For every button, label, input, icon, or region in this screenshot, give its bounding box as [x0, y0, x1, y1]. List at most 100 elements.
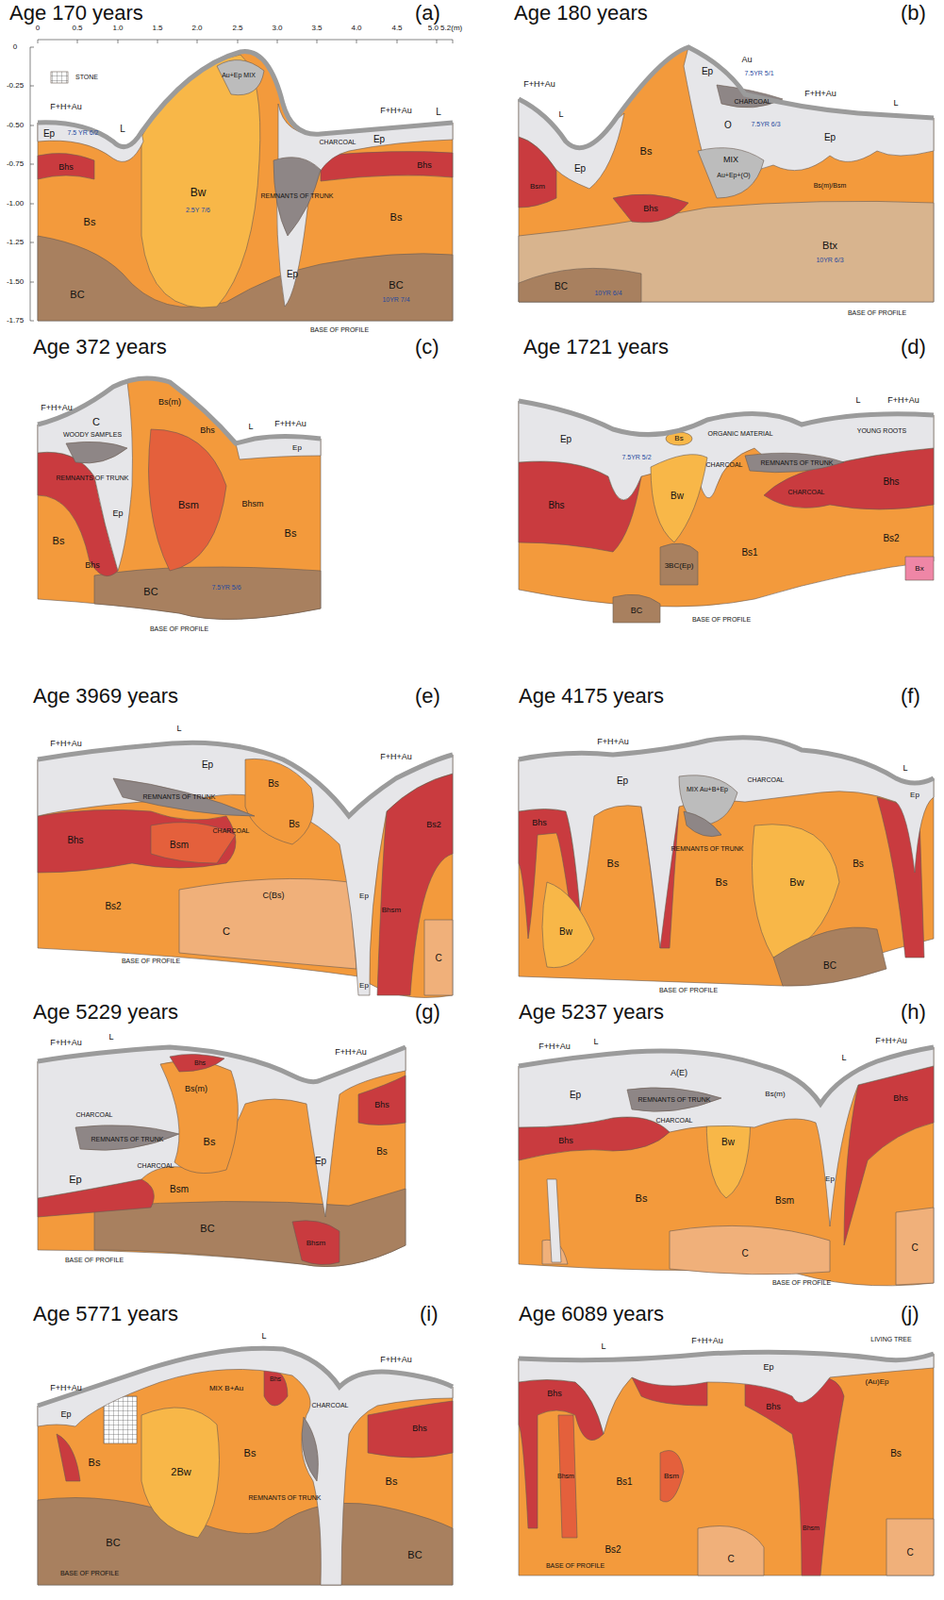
horizon-label: F+H+Au — [49, 1383, 83, 1393]
horizon-label: Bhsm — [306, 1239, 326, 1248]
horizon-label: BASE OF PROFILE — [692, 615, 751, 624]
horizon-label: Bhsm — [381, 906, 401, 915]
horizon-label: L — [176, 724, 182, 734]
profile-d — [518, 400, 934, 623]
horizon-label: -0.50 — [6, 121, 24, 131]
horizon-label: F+H+Au — [49, 1038, 83, 1048]
horizon-label: Bhs — [269, 1374, 282, 1383]
horizon-label: L — [893, 99, 898, 109]
horizon-label: BASE OF PROFILE — [847, 309, 907, 317]
panel-title: (c) — [414, 335, 440, 359]
horizon-label: Bs — [890, 1447, 902, 1458]
horizon-label: -0.75 — [6, 160, 24, 169]
horizon-label: Bhs — [66, 834, 83, 845]
horizon-label: F+H+Au — [334, 1047, 367, 1058]
panel-title: Age 6089 years — [518, 1302, 664, 1325]
horizon-label: Bw — [721, 1136, 735, 1147]
horizon-label: Ep — [60, 1409, 71, 1420]
horizon-label: Bs — [284, 527, 298, 539]
horizon-label: 1.5 — [151, 24, 163, 34]
horizon-label: CHARCOAL — [656, 1116, 694, 1125]
horizon-label: C — [434, 952, 442, 963]
horizon-label: 0 — [13, 43, 17, 52]
horizon-label: BC — [199, 1222, 215, 1234]
horizon-label: Bhsm — [802, 1523, 820, 1532]
horizon-label: Bhs — [374, 1100, 390, 1110]
horizon-label: Bs — [607, 857, 620, 869]
profile-g — [37, 1046, 406, 1267]
horizon-label: Bw — [559, 926, 573, 937]
horizon-label: Bs1 — [615, 1475, 632, 1487]
panel-title: (f) — [900, 684, 921, 708]
horizon-label: REMNANTS OF TRUNK — [261, 192, 334, 200]
panel-title: Age 5771 years — [33, 1302, 179, 1325]
horizon-label: 4.0 — [350, 24, 362, 34]
horizon-label: Bs — [88, 1456, 101, 1468]
profile-f — [518, 737, 934, 987]
horizon-label: F+H+Au — [49, 739, 83, 749]
horizon-label: MIX Au+B+Ep — [686, 785, 729, 794]
horizon-label: F+H+Au — [49, 102, 83, 113]
munsell-code: 7.5YR 5/6 — [211, 583, 241, 592]
horizon-label: L — [119, 123, 126, 134]
horizon-label: F+H+Au — [596, 737, 630, 747]
profile-b — [518, 47, 934, 302]
horizon-label: BASE OF PROFILE — [546, 1561, 605, 1570]
horizon-label: Bhs — [194, 1059, 206, 1067]
horizon-label: Bhs — [84, 561, 100, 571]
horizon-label: Bs1 — [741, 546, 758, 558]
horizon-label: CHARCOAL — [747, 776, 785, 784]
horizon-label: STONE — [75, 73, 99, 82]
horizon-label: BC — [69, 288, 84, 300]
horizon-label: Bs — [244, 1446, 257, 1458]
horizon-label: 2Bw — [170, 1465, 191, 1477]
horizon-label: L — [593, 1037, 598, 1047]
horizon-label: Ep — [68, 1173, 82, 1185]
munsell-code: 7.5YR 5/1 — [744, 69, 774, 78]
horizon-label: L — [600, 1341, 606, 1352]
horizon-label: CHARCOAL — [137, 1161, 175, 1170]
horizon-label: Bs2 — [104, 900, 121, 911]
horizon-label: Bsm — [169, 839, 189, 850]
horizon-label: Bs — [376, 1145, 388, 1157]
horizon-label: CHARCOAL — [706, 461, 744, 469]
horizon-label: L — [841, 1053, 846, 1063]
horizon-label: Bhs — [412, 1424, 428, 1434]
horizon-label: CHARCOAL — [312, 1401, 349, 1409]
panel-title: Age 3969 years — [33, 684, 179, 708]
horizon-label: O — [724, 119, 732, 131]
horizon-label: Bs2 — [882, 532, 899, 544]
horizon-label: Bhsm — [557, 1472, 575, 1480]
horizon-label: REMNANTS OF TRUNK — [91, 1135, 165, 1143]
horizon-label: Bs(m) — [158, 397, 182, 408]
horizon-label: Bhs — [58, 163, 74, 173]
horizon-label: Ep — [762, 1362, 774, 1373]
horizon-label: Bs — [715, 876, 729, 888]
horizon-label: F+H+Au — [875, 1036, 908, 1046]
horizon-label: C — [727, 1553, 734, 1564]
panel-title: (g) — [414, 1000, 441, 1024]
profile-c — [37, 378, 321, 619]
panel-title: Age 4175 years — [518, 684, 664, 708]
horizon-label: L — [261, 1331, 266, 1342]
horizon-label: REMNANTS OF TRUNK — [638, 1095, 712, 1104]
horizon-label: F+H+Au — [380, 106, 413, 116]
profile-e — [37, 742, 453, 997]
panel-title: (d) — [900, 335, 927, 359]
horizon-label: Ep — [910, 791, 920, 800]
horizon-label: Bsm — [663, 1472, 680, 1481]
profile-i — [37, 1347, 453, 1585]
horizon-label: CHARCOAL — [319, 138, 357, 147]
panel-title: (a) — [414, 1, 441, 25]
horizon-label: C — [906, 1546, 913, 1557]
horizon-label: BASE OF PROFILE — [772, 1278, 831, 1287]
horizon-label: Ep — [314, 1155, 327, 1166]
horizon-label: F+H+Au — [804, 89, 837, 100]
horizon-label: Bhs — [546, 1389, 563, 1399]
horizon-label: Bs — [203, 1135, 216, 1147]
panel-title: Age 5229 years — [33, 1000, 179, 1024]
horizon-label: Bs — [674, 434, 683, 444]
horizon-label: Ep — [574, 163, 586, 174]
horizon-label: Bs — [640, 145, 653, 157]
